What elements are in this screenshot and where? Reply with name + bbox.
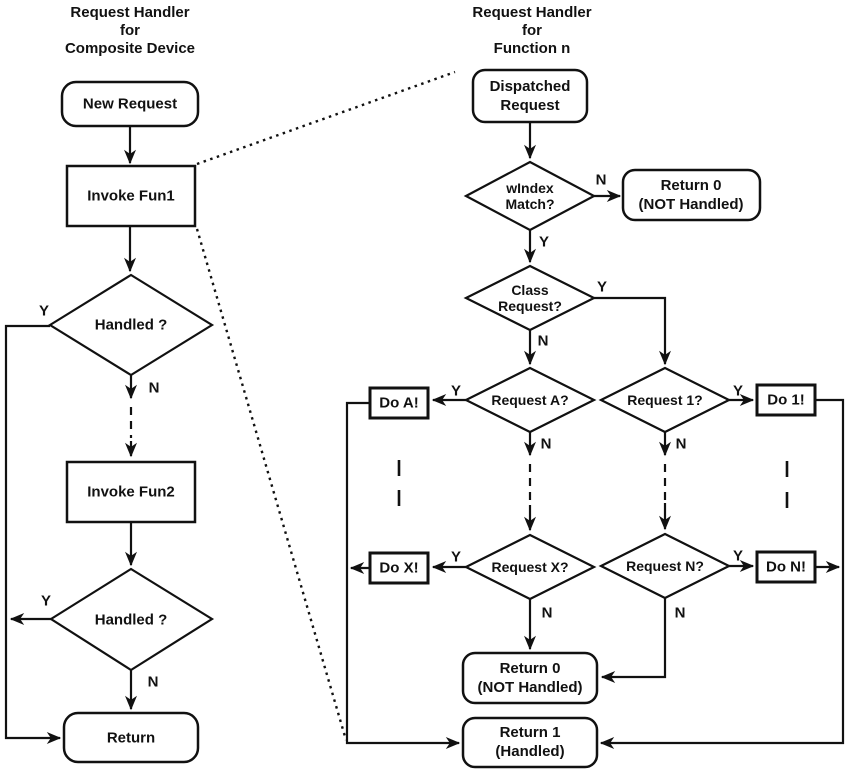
windex-match-shape	[463, 160, 597, 232]
request-a-shape	[463, 366, 597, 434]
return0-top-shape	[621, 168, 762, 222]
zoom-guide-top	[196, 70, 456, 166]
zoom-dotted-lines	[195, 70, 456, 741]
left-flowchart	[4, 80, 215, 764]
class-request-shape	[463, 264, 597, 332]
request-1-shape	[598, 366, 732, 434]
invoke-fun2-shape	[65, 460, 197, 524]
handled-2-shape	[48, 567, 215, 672]
zoom-guide-bottom	[195, 228, 348, 741]
new-request-shape	[60, 80, 200, 128]
request-x-shape	[463, 533, 597, 601]
arrow-requestn-no	[600, 598, 667, 683]
do-n-shape	[755, 550, 817, 584]
invoke-fun1-shape	[65, 164, 197, 228]
ellipsis-marks	[397, 460, 789, 508]
feedback-do1-return1	[599, 398, 845, 749]
return1-shape	[461, 716, 599, 769]
return0-bottom-shape	[461, 651, 599, 705]
dispatched-request-shape	[471, 68, 589, 124]
arrow-class-yes	[594, 296, 671, 366]
feedback-doa-return1	[345, 401, 461, 749]
right-flowchart	[345, 68, 845, 769]
request-n-shape	[598, 532, 732, 600]
do-x-shape	[368, 551, 430, 585]
feedback-handled1-yes	[4, 324, 62, 744]
handled-1-shape	[47, 273, 215, 377]
do-a-shape	[368, 386, 430, 420]
return-shape	[62, 711, 200, 764]
do-1-shape	[755, 383, 817, 417]
